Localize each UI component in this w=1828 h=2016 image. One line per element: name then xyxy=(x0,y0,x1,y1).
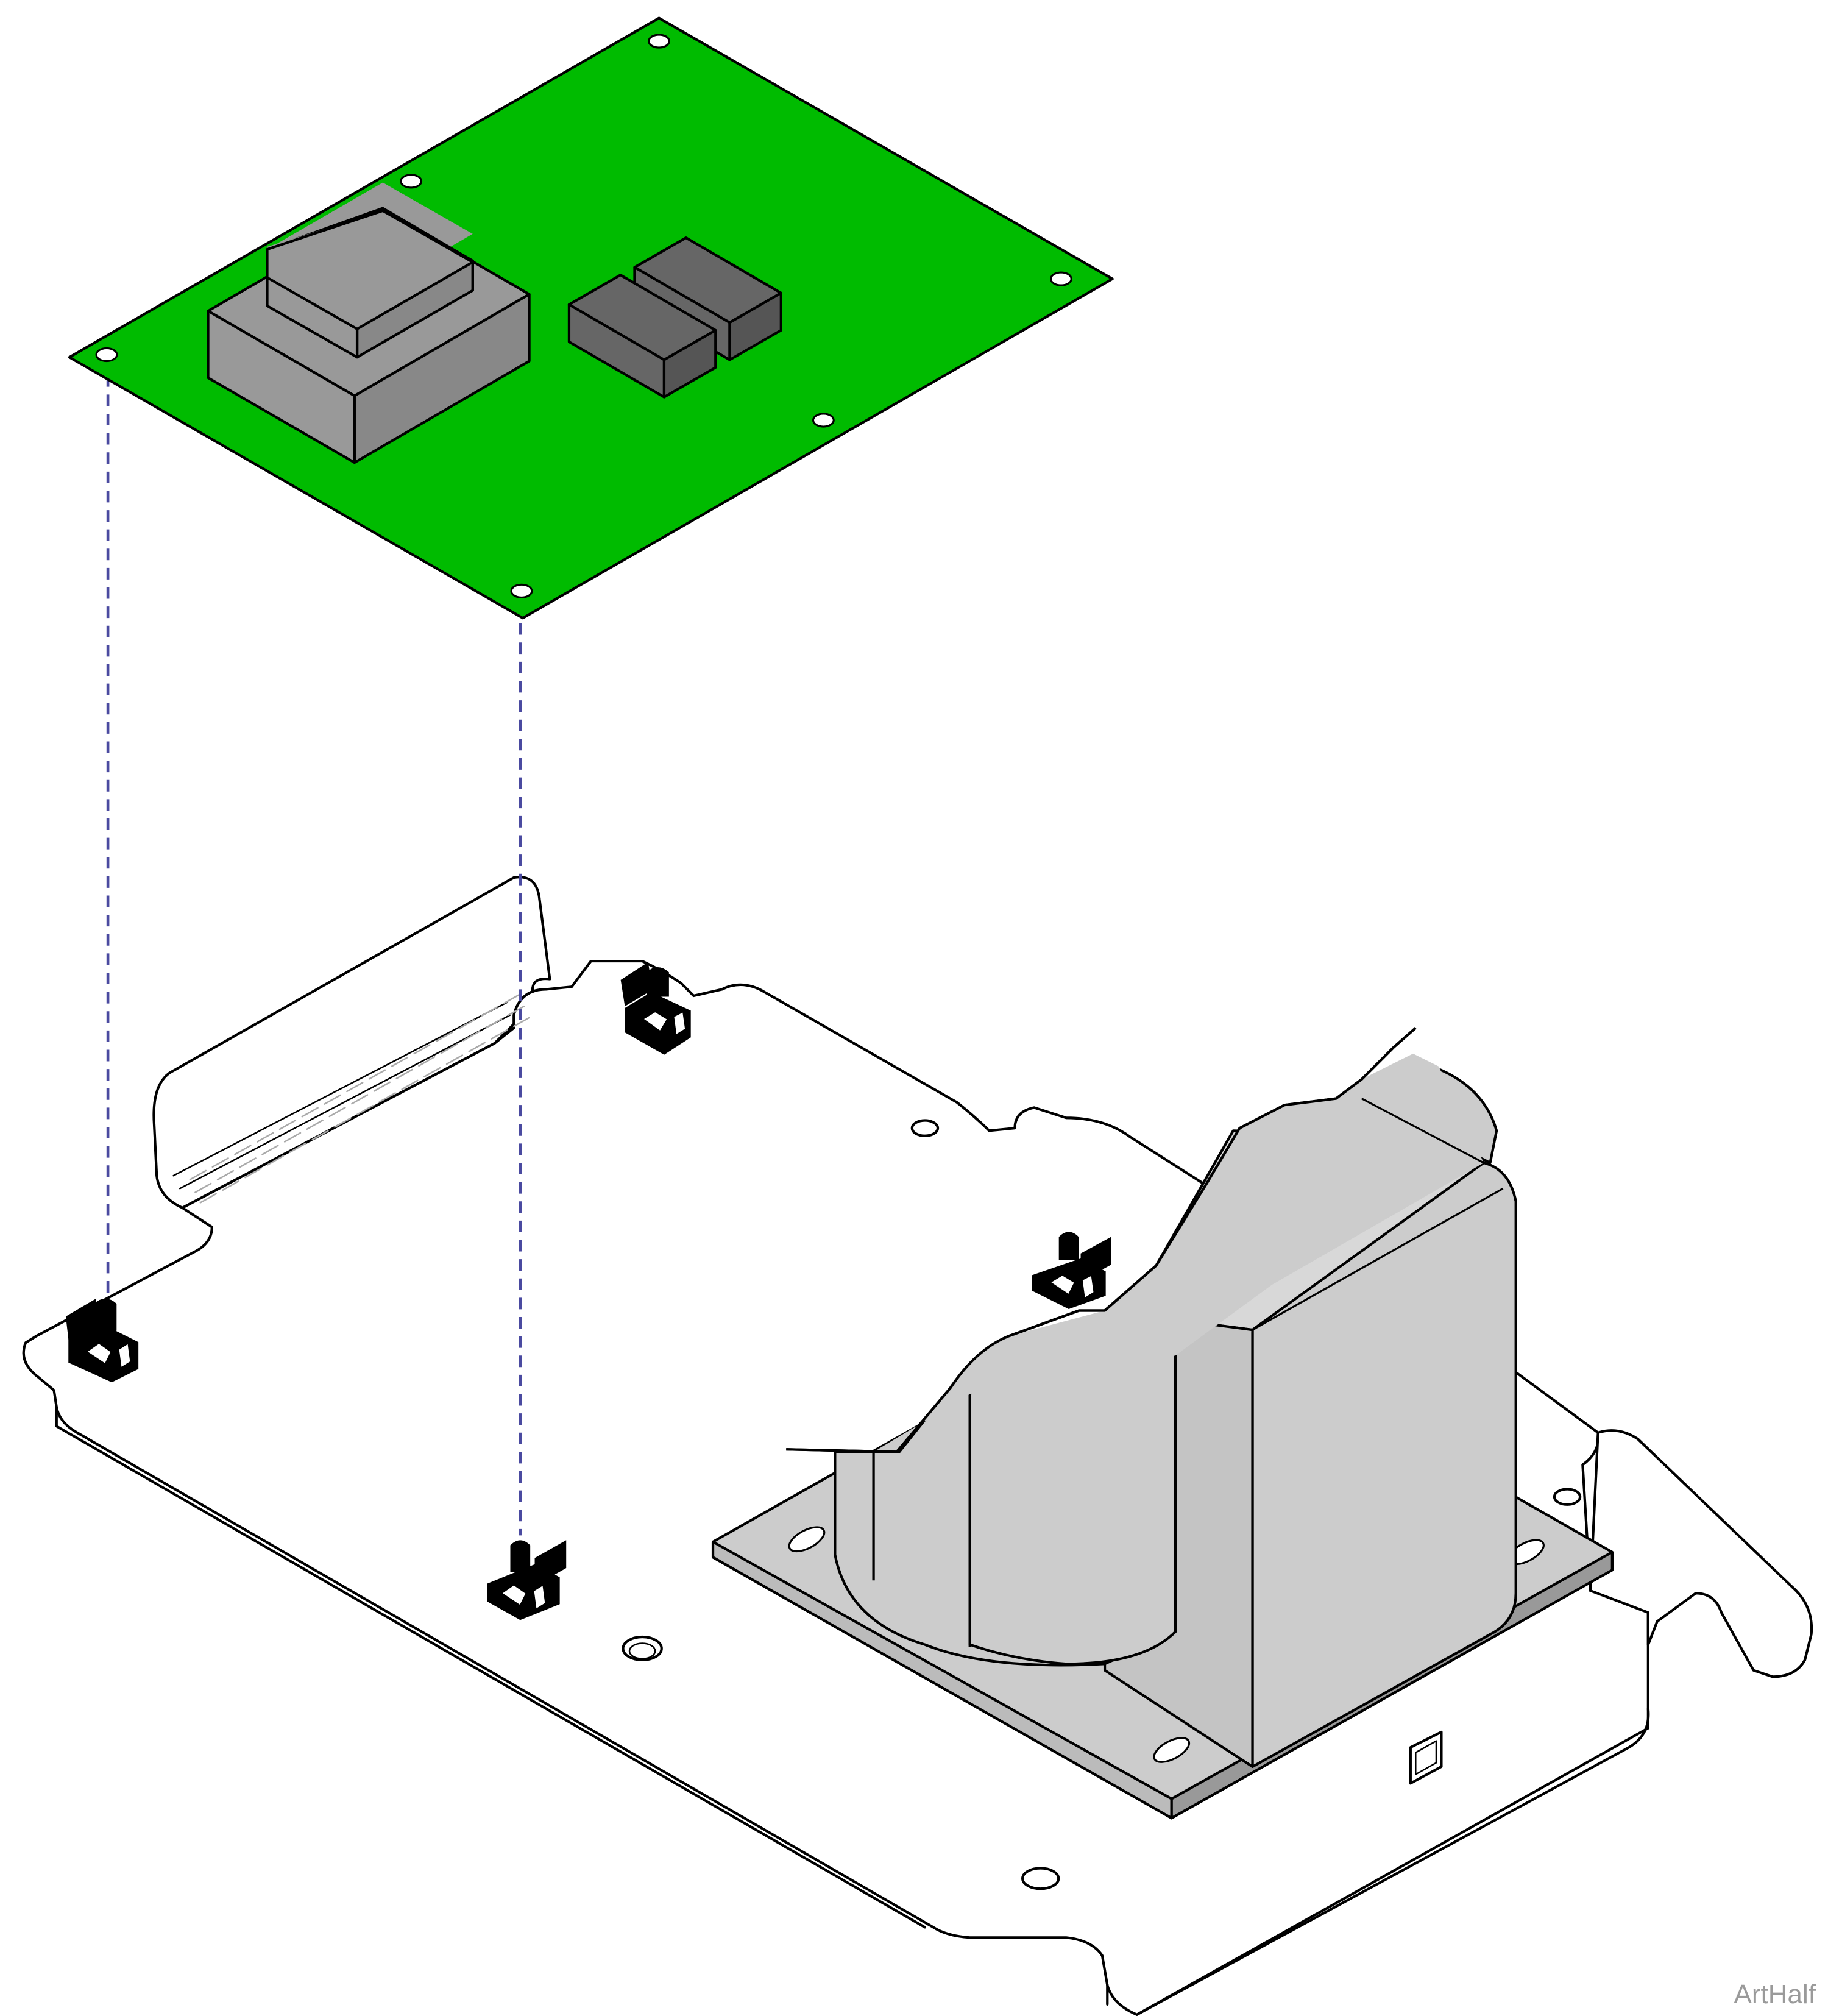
board-transformer xyxy=(207,182,531,464)
plate-hole xyxy=(1021,1867,1060,1890)
standoff-clip-icon xyxy=(620,962,691,1055)
power-transformer xyxy=(711,1027,1614,1820)
pcb-hole xyxy=(400,174,423,189)
relays xyxy=(567,236,782,399)
plate-hole xyxy=(622,1635,663,1662)
square-slot xyxy=(1409,1730,1443,1785)
standoff-clip-icon xyxy=(487,1540,567,1620)
relay-icon xyxy=(567,274,717,399)
credit-text: ArtHalf xyxy=(1734,1979,1816,2009)
standoffs xyxy=(65,962,1111,1620)
plate-hole xyxy=(1553,1488,1582,1506)
circuit-board xyxy=(68,16,1114,620)
alignment-guides xyxy=(106,375,522,1536)
front-flange xyxy=(55,1405,1649,2016)
pcb-hole xyxy=(648,34,670,49)
standoff-clip-icon xyxy=(65,1298,139,1383)
standoff-clip-icon xyxy=(1032,1232,1111,1309)
plate-hole xyxy=(910,1119,940,1137)
pcb-hole xyxy=(95,347,118,363)
pcb-hole xyxy=(812,413,835,428)
pcb-hole xyxy=(510,583,533,599)
pcb-hole xyxy=(1049,271,1072,286)
right-rail xyxy=(1589,1429,1813,1678)
